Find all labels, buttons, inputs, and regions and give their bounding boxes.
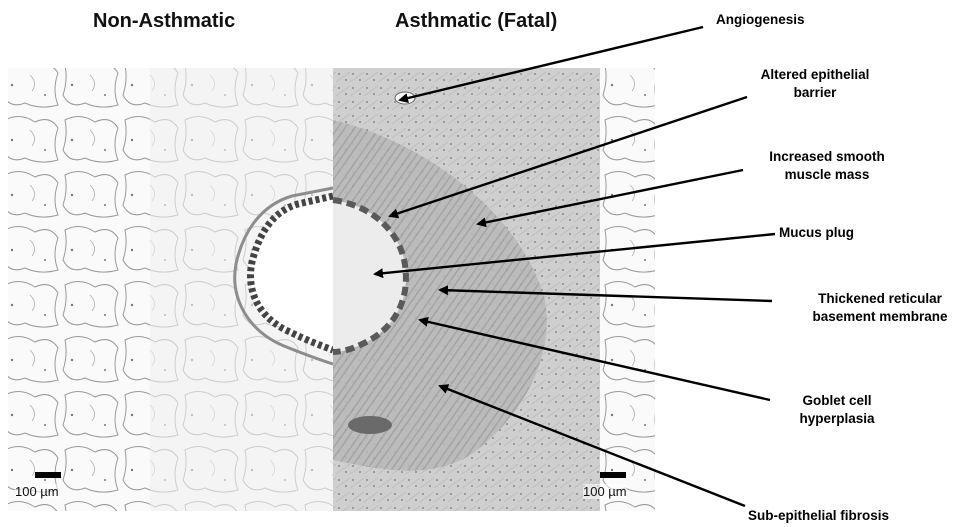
label-goblet-cell-hyperplasia: Goblet cell hyperplasia xyxy=(782,392,892,428)
label-thickened-reticular-basement-membrane: Thickened reticular basement membrane xyxy=(797,290,963,326)
label-mucus-plug: Mucus plug xyxy=(779,224,854,242)
left-scale-label: 100 µm xyxy=(15,484,59,499)
label-increased-smooth-muscle-mass: Increased smooth muscle mass xyxy=(757,148,897,184)
left-scale-bar xyxy=(35,472,61,478)
right-scale-label: 100 µm xyxy=(583,484,627,499)
right-scale-bar xyxy=(600,472,626,478)
label-sub-epithelial-fibrosis: Sub-epithelial fibrosis xyxy=(748,507,889,525)
label-altered-epithelial-barrier: Altered epithelial barrier xyxy=(745,66,885,102)
label-angiogenesis: Angiogenesis xyxy=(716,11,805,29)
